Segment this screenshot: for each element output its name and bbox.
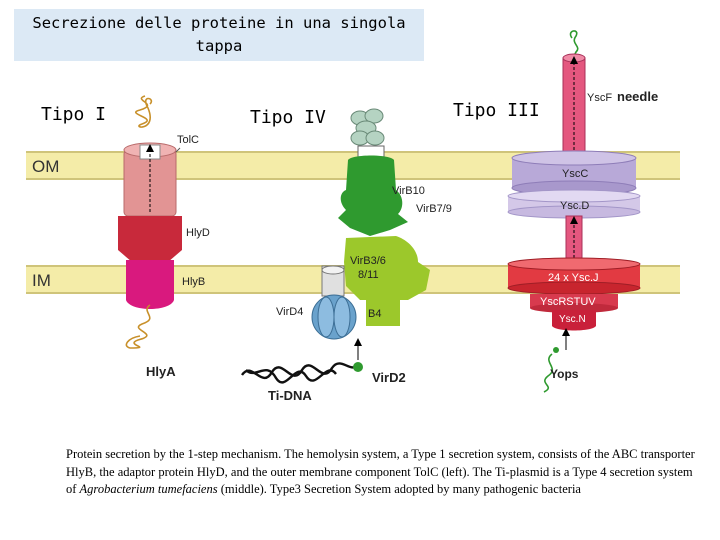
yscj-label: 24 x Ysc.J [548, 272, 599, 284]
yscrstuv-label: YscRSTUV [540, 296, 596, 308]
yscf-inner-rod [566, 216, 582, 258]
hlyb-label: HlyB [182, 276, 205, 288]
hlyd-adaptor [118, 216, 182, 262]
vird4-label: VirD4 [276, 306, 303, 318]
hlyb-transporter [126, 260, 174, 309]
vird2-label: VirD2 [372, 370, 406, 385]
yop-squiggle-bottom [544, 332, 566, 392]
tolc-channel [124, 143, 176, 216]
tolc-label: TolC [177, 134, 199, 146]
im-label: IM [32, 271, 51, 290]
yops-label: Yops [550, 367, 579, 381]
yscf-label: YscF [587, 92, 612, 104]
ti-dna-strand [242, 342, 363, 382]
hlyd-label: HlyD [186, 227, 210, 239]
virb79-label: VirB7/9 [416, 203, 452, 215]
virb-pilus-globes [351, 109, 384, 145]
yscc-label: YscC [562, 168, 588, 180]
figure-caption: Protein secretion by the 1-step mechanis… [66, 446, 698, 499]
virb36-complex [344, 236, 430, 326]
virb10-label: VirB10 [392, 185, 425, 197]
hlya-squiggle-top [136, 96, 152, 127]
caption-part2: (middle). Type3 Secretion System adopted… [218, 482, 581, 496]
caption-species: Agrobacterium tumefaciens [80, 482, 218, 496]
virb36-label-line2: 8/11 [358, 269, 379, 281]
yscd-label: Ysc.D [560, 200, 589, 212]
om-label: OM [32, 157, 59, 176]
needle-label: needle [617, 89, 658, 104]
hlya-label: HlyA [146, 364, 176, 379]
virb36-label-line1: VirB3/6 [350, 255, 386, 267]
yscn-label: Ysc.N [559, 314, 586, 325]
hlya-squiggle-bottom [126, 305, 150, 348]
tidna-label: Ti-DNA [268, 388, 312, 403]
virb4-label: B4 [368, 308, 381, 320]
